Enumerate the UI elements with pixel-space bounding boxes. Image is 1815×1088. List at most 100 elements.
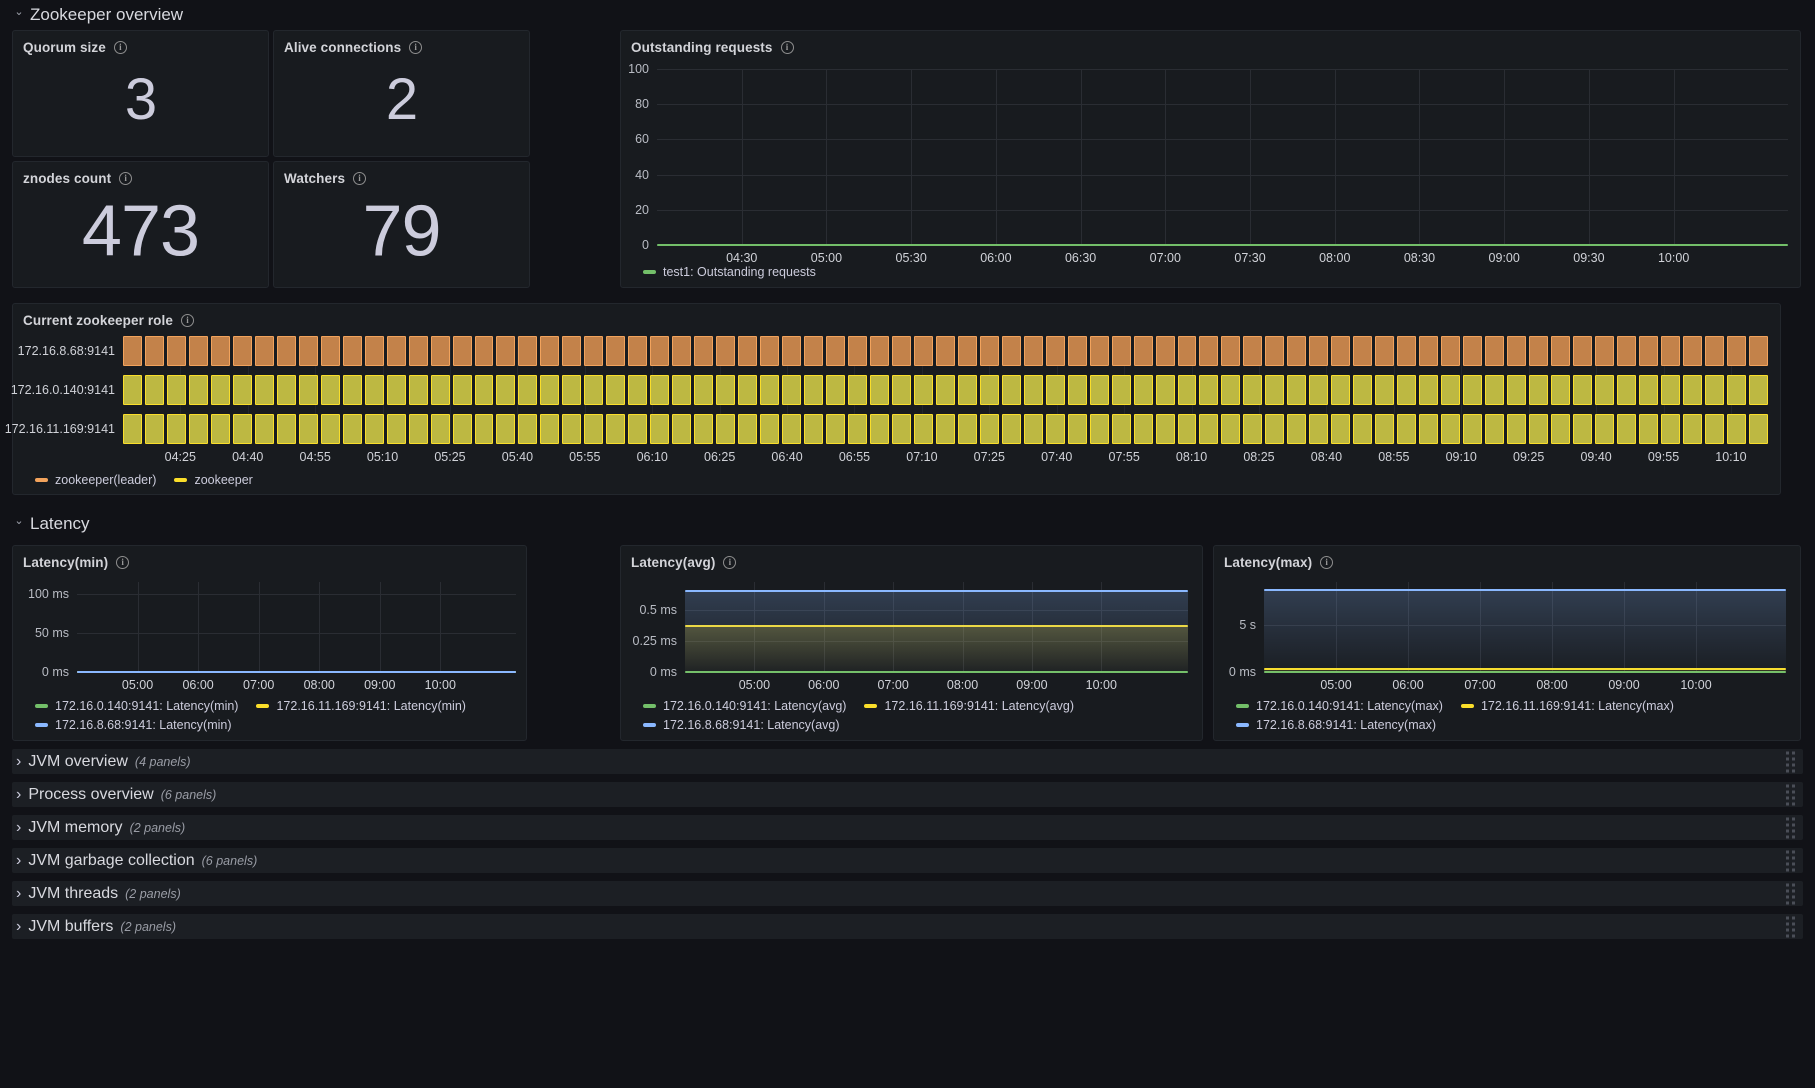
legend-item[interactable]: 172.16.8.68:9141: Latency(max) xyxy=(1236,718,1436,732)
timeline-cell[interactable] xyxy=(1507,375,1526,405)
timeline-cell[interactable] xyxy=(1221,375,1241,405)
timeline-cell[interactable] xyxy=(1243,375,1263,405)
timeline-cell[interactable] xyxy=(1704,336,1724,366)
timeline-cell[interactable] xyxy=(232,336,252,366)
drag-handle-icon[interactable] xyxy=(1786,751,1795,772)
legend-item[interactable]: 172.16.0.140:9141: Latency(max) xyxy=(1236,699,1443,713)
timeline-cell[interactable] xyxy=(1177,375,1197,405)
timeline-cell[interactable] xyxy=(1023,414,1043,444)
timeline-cell[interactable] xyxy=(1594,375,1614,405)
drag-handle-icon[interactable] xyxy=(1786,784,1795,805)
info-icon[interactable] xyxy=(1320,556,1334,569)
legend-item[interactable]: zookeeper xyxy=(174,473,253,487)
panel-latency-max[interactable]: Latency(max) 0 ms5 s05:0006:0007:0008:00… xyxy=(1213,545,1801,741)
timeline-cell[interactable] xyxy=(123,375,142,405)
timeline-cell[interactable] xyxy=(1485,375,1505,405)
timeline-cell[interactable] xyxy=(1265,375,1285,405)
timeline-cell[interactable] xyxy=(869,375,889,405)
timeline-cell[interactable] xyxy=(672,336,692,366)
legend-item[interactable]: 172.16.11.169:9141: Latency(min) xyxy=(256,699,466,713)
timeline-cell[interactable] xyxy=(1067,375,1087,405)
chart-legend-latency-min[interactable]: 172.16.0.140:9141: Latency(min) 172.16.11… xyxy=(35,699,515,732)
timeline-cell[interactable] xyxy=(935,375,955,405)
timeline-cell[interactable] xyxy=(1111,375,1131,405)
timeline-cell[interactable] xyxy=(1397,414,1417,444)
chevron-right-icon[interactable] xyxy=(16,918,21,936)
timeline-cell[interactable] xyxy=(584,375,604,405)
timeline-cell[interactable] xyxy=(254,375,274,405)
drag-handle-icon[interactable] xyxy=(1786,850,1795,871)
timeline-cell[interactable] xyxy=(1155,336,1175,366)
timeline-cell[interactable] xyxy=(1265,336,1285,366)
timeline-cell[interactable] xyxy=(1045,414,1065,444)
timeline-lane[interactable] xyxy=(123,414,1768,444)
timeline-cell[interactable] xyxy=(518,414,538,444)
timeline-cell[interactable] xyxy=(1682,414,1702,444)
info-icon[interactable] xyxy=(353,172,367,185)
timeline-cell[interactable] xyxy=(826,414,845,444)
legend-item[interactable]: 172.16.0.140:9141: Latency(min) xyxy=(35,699,238,713)
timeline-cell[interactable] xyxy=(957,414,977,444)
timeline-cell[interactable] xyxy=(1507,336,1526,366)
timeline-cell[interactable] xyxy=(869,336,889,366)
timeline-cell[interactable] xyxy=(891,336,911,366)
timeline-cell[interactable] xyxy=(342,375,362,405)
timeline-cell[interactable] xyxy=(408,336,428,366)
timeline-cell[interactable] xyxy=(518,336,538,366)
timeline-cell[interactable] xyxy=(452,375,472,405)
timeline-cell[interactable] xyxy=(738,414,758,444)
timeline-lane[interactable] xyxy=(123,336,1768,366)
timeline-cell[interactable] xyxy=(1133,414,1153,444)
timeline-cell[interactable] xyxy=(1748,375,1768,405)
timeline-cell[interactable] xyxy=(1023,375,1043,405)
timeline-cell[interactable] xyxy=(496,336,516,366)
timeline-cell[interactable] xyxy=(1397,375,1417,405)
timeline-cell[interactable] xyxy=(1704,375,1724,405)
timeline-cell[interactable] xyxy=(1331,336,1351,366)
timeline-cell[interactable] xyxy=(1638,336,1658,366)
timeline-cell[interactable] xyxy=(1529,336,1548,366)
panel-watchers[interactable]: Watchers 79 xyxy=(273,161,530,288)
timeline-cell[interactable] xyxy=(891,414,911,444)
timeline-cell[interactable] xyxy=(1133,336,1153,366)
collapsed-row-header[interactable]: JVM garbage collection(6 panels) xyxy=(12,848,1803,873)
timeline-cell[interactable] xyxy=(518,375,538,405)
timeline-cell[interactable] xyxy=(1441,414,1461,444)
timeline-cell[interactable] xyxy=(320,414,340,444)
timeline-cell[interactable] xyxy=(210,414,230,444)
timeline-cell[interactable] xyxy=(716,375,736,405)
panel-quorum-size[interactable]: Quorum size 3 xyxy=(12,30,269,157)
timeline-cell[interactable] xyxy=(1463,375,1483,405)
timeline-cell[interactable] xyxy=(1067,336,1087,366)
timeline-cell[interactable] xyxy=(606,414,626,444)
timeline-cell[interactable] xyxy=(562,336,582,366)
timeline-cell[interactable] xyxy=(166,336,186,366)
timeline-cell[interactable] xyxy=(1572,414,1592,444)
timeline-cell[interactable] xyxy=(474,336,494,366)
timeline-cell[interactable] xyxy=(1660,414,1680,444)
timeline-cell[interactable] xyxy=(1111,414,1131,444)
timeline-lane[interactable] xyxy=(123,375,1768,405)
timeline-cell[interactable] xyxy=(430,414,450,444)
timeline-cell[interactable] xyxy=(474,414,494,444)
timeline-cell[interactable] xyxy=(1397,336,1417,366)
legend-item[interactable]: 172.16.11.169:9141: Latency(avg) xyxy=(864,699,1074,713)
timeline-cell[interactable] xyxy=(957,375,977,405)
timeline-cell[interactable] xyxy=(1419,375,1439,405)
timeline-cell[interactable] xyxy=(1331,414,1351,444)
timeline-cell[interactable] xyxy=(1199,375,1219,405)
timeline-cell[interactable] xyxy=(913,336,933,366)
row-header-zookeeper-overview[interactable]: Zookeeper overview xyxy=(10,0,1805,30)
timeline-cell[interactable] xyxy=(342,414,362,444)
timeline-cell[interactable] xyxy=(628,336,648,366)
legend-item[interactable]: 172.16.11.169:9141: Latency(max) xyxy=(1460,699,1674,713)
legend-item[interactable]: 172.16.8.68:9141: Latency(min) xyxy=(35,718,232,732)
timeline-cell[interactable] xyxy=(782,375,802,405)
timeline-cell[interactable] xyxy=(1572,375,1592,405)
timeline-cell[interactable] xyxy=(1243,414,1263,444)
timeline-cell[interactable] xyxy=(364,336,384,366)
timeline-cell[interactable] xyxy=(584,414,604,444)
